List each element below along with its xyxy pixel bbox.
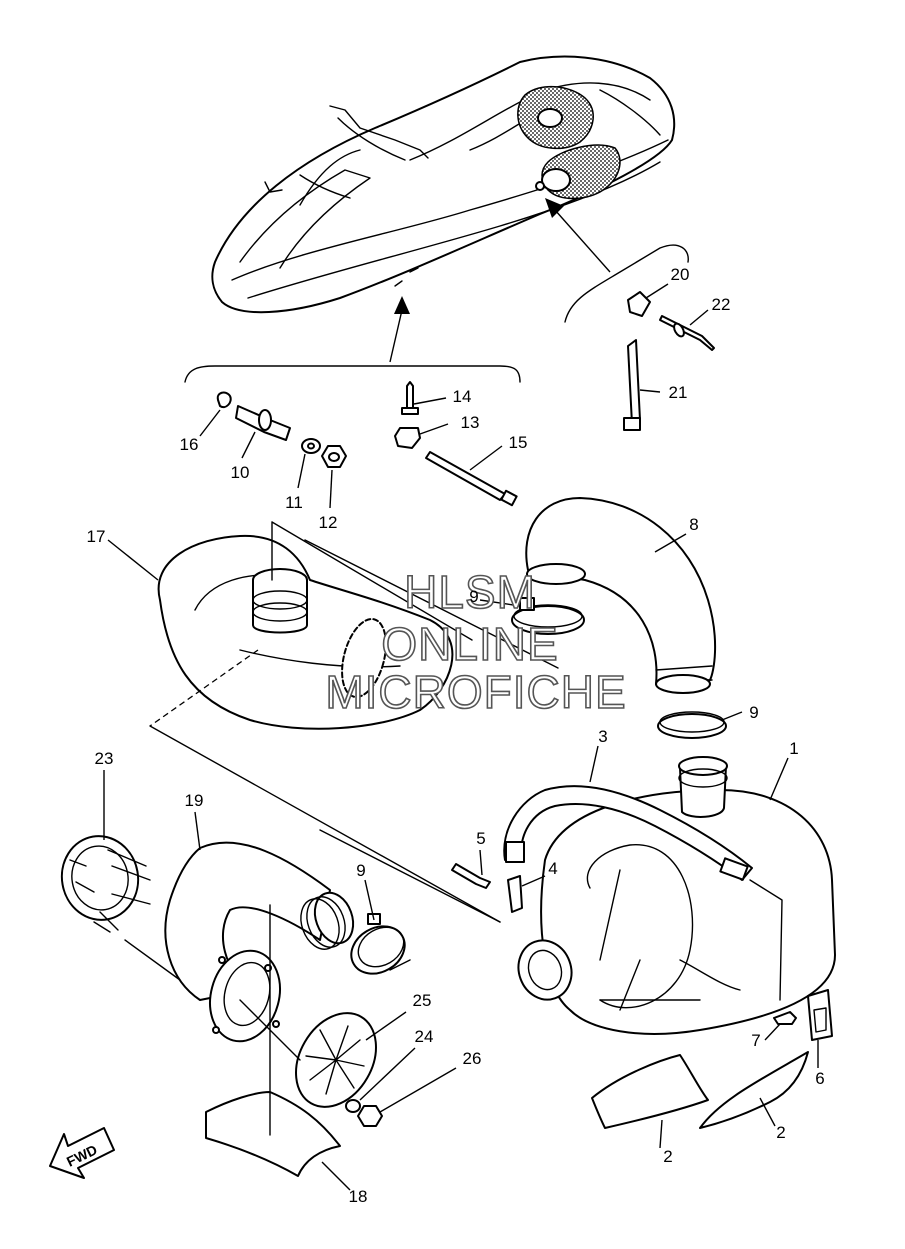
callout-8: 8 xyxy=(689,515,698,534)
callout-26: 26 xyxy=(463,1049,482,1068)
part-18-sheet xyxy=(205,1091,341,1177)
callout-9-upper: 9 xyxy=(469,587,478,606)
callout-22: 22 xyxy=(712,295,731,314)
callout-14: 14 xyxy=(453,387,472,406)
part-23-flange-studs xyxy=(60,835,151,933)
callout-24: 24 xyxy=(415,1027,434,1046)
part-17-exhaust-pipe xyxy=(157,534,454,730)
part-20-holder xyxy=(627,291,651,317)
callout-13: 13 xyxy=(461,413,480,432)
callout-9-middle: 9 xyxy=(749,703,758,722)
detail-bracket-right xyxy=(564,244,689,323)
part-14-rivet xyxy=(401,381,419,415)
part-2-sheet-right xyxy=(699,1051,809,1129)
watermark: HLSM ONLINE MICROFICHE xyxy=(325,565,627,719)
part-24-washer xyxy=(345,1099,361,1113)
callout-18: 18 xyxy=(349,1187,368,1206)
part-19-pipe xyxy=(164,841,355,1001)
callout-10: 10 xyxy=(231,463,250,482)
callout-25: 25 xyxy=(413,991,432,1010)
part-13-holder xyxy=(394,427,421,449)
callout-2-right: 2 xyxy=(776,1123,785,1142)
callout-numbers: 1 2 2 3 4 5 6 7 8 9 9 9 10 11 12 13 14 1… xyxy=(87,265,825,1206)
part-9-clamp-upper xyxy=(511,597,585,635)
part-15-cable-tie xyxy=(425,451,518,507)
callout-4: 4 xyxy=(548,859,557,878)
callout-11: 11 xyxy=(285,493,303,512)
callout-16: 16 xyxy=(180,435,199,454)
part-2-sheet-left xyxy=(591,1054,709,1129)
callout-7: 7 xyxy=(751,1031,760,1050)
callout-17: 17 xyxy=(87,527,106,546)
callout-19: 19 xyxy=(185,791,204,810)
callout-5: 5 xyxy=(476,829,485,848)
part-flange-plate xyxy=(209,949,281,1043)
part-25-disc xyxy=(295,1012,377,1108)
part-5-rivet xyxy=(451,863,491,889)
callout-15: 15 xyxy=(509,433,528,452)
forward-direction-arrow: FWD xyxy=(49,1127,115,1179)
callout-21: 21 xyxy=(669,383,688,402)
part-1-muffler xyxy=(517,756,836,1035)
part-4-bracket xyxy=(507,875,523,913)
exhaust-highlight xyxy=(517,85,621,200)
part-3-strap xyxy=(503,785,753,881)
part-12-nut xyxy=(321,445,347,468)
callout-3: 3 xyxy=(598,727,607,746)
watermark-line-3: MICROFICHE xyxy=(325,666,626,718)
detail-bracket-left xyxy=(184,365,521,383)
part-26-nut xyxy=(357,1105,383,1127)
callout-1: 1 xyxy=(789,739,798,758)
part-9-clamp-middle xyxy=(657,711,727,739)
watermark-line-2: ONLINE xyxy=(381,618,558,670)
callout-23: 23 xyxy=(95,749,114,768)
assembly-lines xyxy=(124,521,783,1136)
callout-leaders xyxy=(103,283,819,1191)
part-10-bolt xyxy=(235,405,291,441)
location-arrows xyxy=(389,198,611,363)
part-21-band xyxy=(623,339,641,431)
part-6-holder xyxy=(807,989,833,1041)
part-16-clip xyxy=(216,391,232,408)
part-11-washer xyxy=(301,438,321,454)
part-22-pin xyxy=(659,315,715,351)
watermark-line-1: HLSM xyxy=(404,566,536,618)
part-7-rivet xyxy=(773,1011,797,1025)
callout-6: 6 xyxy=(815,1069,824,1088)
callout-2-left: 2 xyxy=(663,1147,672,1166)
callout-9-lower: 9 xyxy=(356,861,365,880)
watercraft-overview xyxy=(211,55,676,314)
callout-12: 12 xyxy=(319,513,338,532)
callout-20: 20 xyxy=(671,265,690,284)
